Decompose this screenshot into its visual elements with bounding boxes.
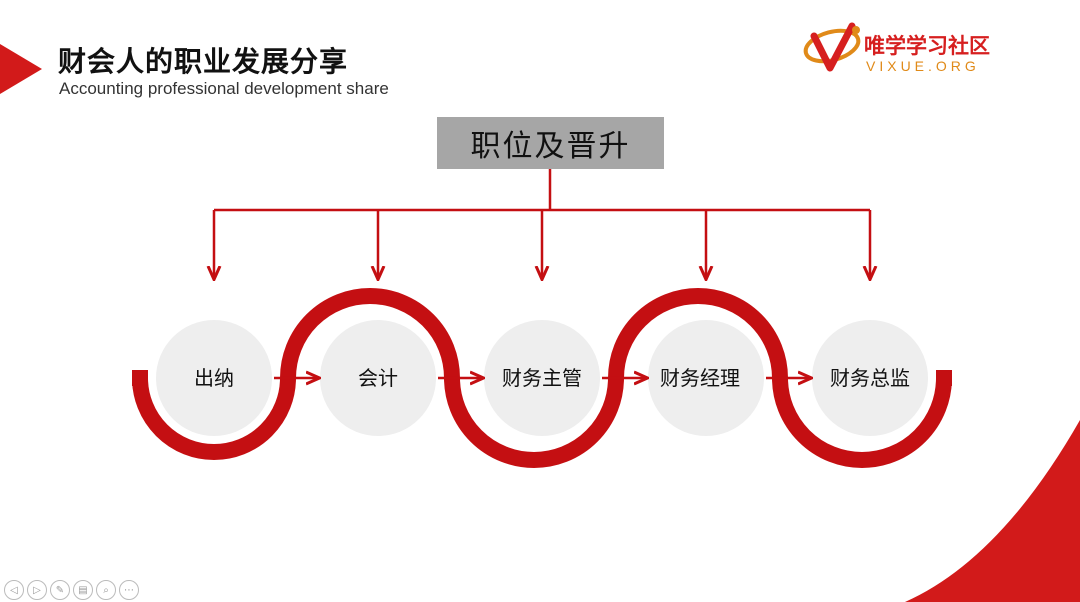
stage-label-4: 财务经理	[660, 366, 740, 390]
vixue-logo-icon	[803, 22, 861, 72]
logo-text-cn: 唯学学习社区	[864, 34, 990, 58]
slide-nav-toolbar: ◁ ▷ ✎ ▤ ⌕ ⋯	[4, 580, 139, 600]
page-subtitle: Accounting professional development shar…	[59, 79, 389, 98]
wave-band	[132, 288, 952, 468]
stage-circle-2	[320, 320, 436, 436]
zoom-icon[interactable]: ⌕	[96, 580, 116, 600]
page-title: 财会人的职业发展分享	[58, 45, 349, 78]
pen-icon[interactable]: ✎	[50, 580, 70, 600]
stage-circle-5	[812, 320, 928, 436]
stage-label-2: 会计	[358, 366, 398, 390]
stage-circle-4	[648, 320, 764, 436]
stage-circle-1	[156, 320, 272, 436]
slides-icon[interactable]: ▤	[73, 580, 93, 600]
stage-label-1: 出纳	[194, 366, 234, 390]
stage-label-5: 财务总监	[830, 366, 910, 390]
prev-icon[interactable]: ◁	[4, 580, 24, 600]
next-icon[interactable]: ▷	[27, 580, 47, 600]
stage-label-3: 财务主管	[502, 366, 582, 390]
root-node: 职位及晋升	[437, 117, 664, 169]
logo-text-en: VIXUE.ORG	[866, 58, 980, 74]
more-icon[interactable]: ⋯	[119, 580, 139, 600]
stage-circle-3	[484, 320, 600, 436]
